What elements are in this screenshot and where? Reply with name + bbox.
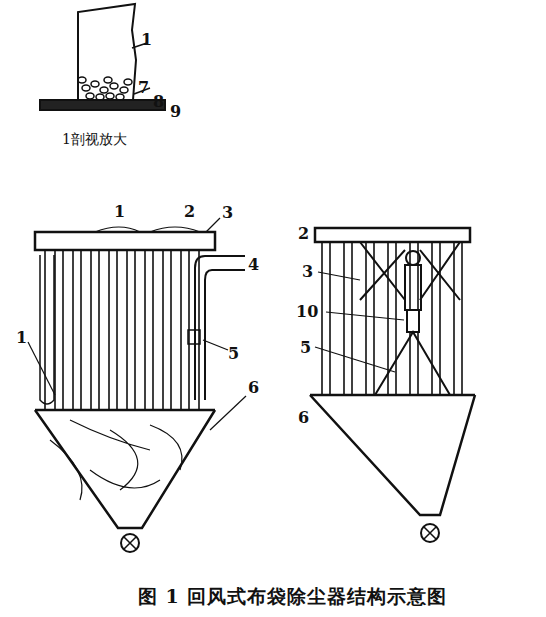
callout-number: 3 (302, 264, 313, 280)
callout-number: 5 (228, 346, 239, 362)
callout-number: 5 (300, 340, 311, 356)
callout-number: 2 (298, 226, 309, 242)
callout-number: 4 (248, 257, 259, 273)
callout-number: 3 (222, 205, 233, 221)
callout-number: 1 (141, 32, 152, 48)
main-view-left (28, 218, 246, 552)
callout-number: 10 (296, 304, 318, 320)
main-view-right (310, 228, 475, 542)
callout-number: 1 (16, 330, 27, 346)
callout-number: 6 (298, 410, 309, 426)
callout-number: 1 (114, 204, 125, 220)
detail-view (40, 4, 165, 110)
callout-number: 6 (248, 380, 259, 396)
callout-number: 8 (153, 94, 164, 110)
callout-number: 2 (184, 204, 195, 220)
figure-caption: 图 1 回风式布袋除尘器结构示意图 (138, 584, 447, 610)
callout-number: 9 (170, 104, 181, 120)
callout-number: 7 (138, 80, 149, 96)
view-label: 1剖视放大 (62, 132, 127, 146)
